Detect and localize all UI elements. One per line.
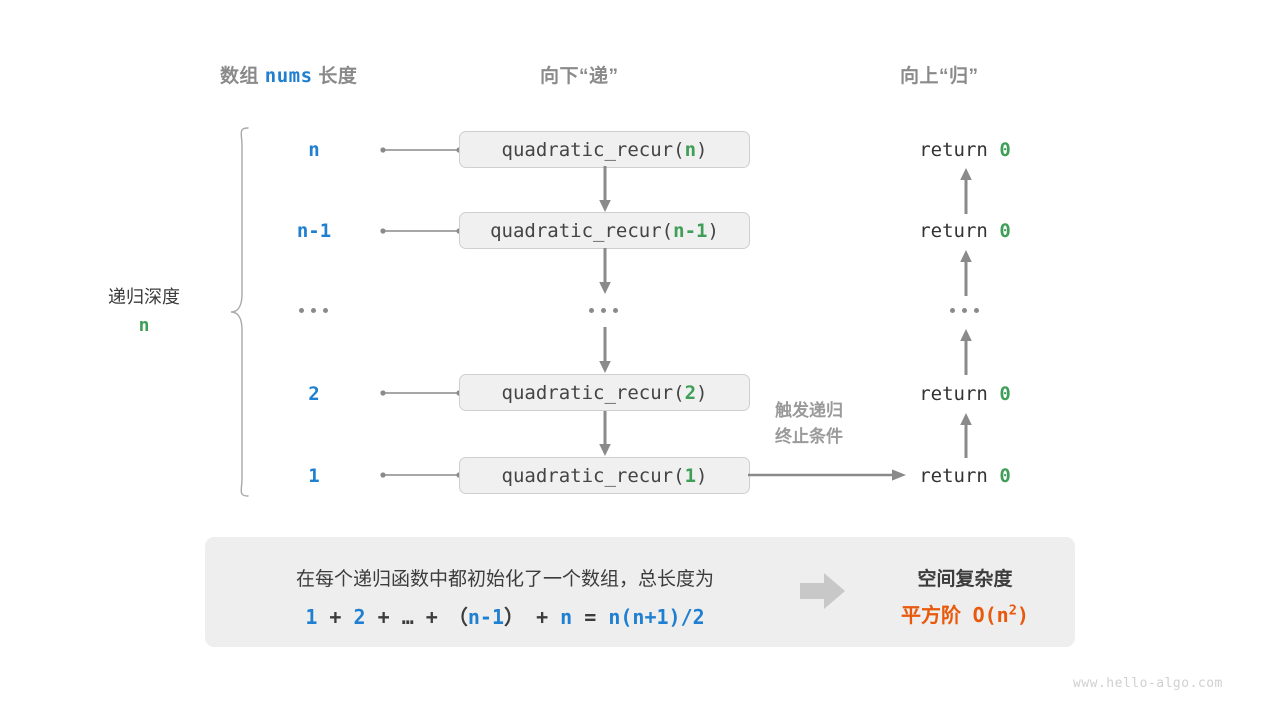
connector-row-4 — [380, 470, 462, 480]
dot — [601, 308, 606, 313]
call-box-arg-row-4: 1 — [684, 464, 697, 487]
base-case-note-line-2: 终止条件 — [775, 427, 843, 447]
return-label-row-3: return 0 — [865, 383, 1065, 405]
return-label-row-4: return 0 — [865, 465, 1065, 487]
call-box-text-row-1: quadratic_recur( — [490, 219, 674, 242]
header-recursion-down: 向下“递” — [540, 66, 619, 87]
middle-ellipsis — [589, 308, 618, 313]
return-value-row-0: 0 — [999, 139, 1011, 161]
formula-paren-open: （ — [447, 605, 468, 629]
fat-right-arrow-icon — [800, 572, 846, 610]
recursion-depth-label: 递归深度 n — [88, 283, 200, 336]
return-label-row-0: return 0 — [865, 139, 1065, 161]
call-box-close-row-1: ) — [707, 219, 719, 242]
size-label-row-0: n — [308, 139, 320, 161]
recursion-depth-text: 递归深度 — [108, 287, 180, 307]
formula-term-5: n — [560, 605, 573, 629]
complexity-big-o-close: ) — [1016, 603, 1029, 627]
connector-row-1 — [380, 226, 462, 236]
call-box-row-4[interactable]: quadratic_recur(1) — [459, 457, 750, 494]
size-label-row-1: n-1 — [296, 220, 332, 242]
formula-term-1: 1 — [305, 605, 318, 629]
down-arrow-ellipsis-to-2 — [596, 327, 614, 375]
header-array-length: 数组 nums 长度 — [220, 61, 357, 88]
down-arrow-0-to-1 — [596, 166, 614, 214]
formula-equals: = — [584, 605, 597, 629]
dot — [311, 308, 316, 313]
summary-panel: 在每个递归函数中都初始化了一个数组，总长度为 1 + 2 + … + （n-1）… — [205, 537, 1075, 647]
connector-row-0 — [380, 145, 462, 155]
call-box-close-row-4: ) — [696, 464, 708, 487]
complexity-big-o: O(n — [972, 603, 1009, 627]
formula-op-4: + — [536, 605, 549, 629]
dot — [950, 308, 955, 313]
call-box-text-row-4: quadratic_recur( — [501, 464, 685, 487]
base-case-note: 触发递归 终止条件 — [775, 398, 843, 451]
dot — [589, 308, 594, 313]
up-arrow-2-to-ellipsis — [957, 327, 975, 375]
call-box-row-0[interactable]: quadratic_recur(n) — [459, 131, 750, 168]
summary-description: 在每个递归函数中都初始化了一个数组，总长度为 — [295, 569, 714, 590]
right-ellipsis — [950, 308, 979, 313]
call-box-arg-row-1: n-1 — [673, 219, 708, 242]
formula-paren-close: ） — [504, 605, 525, 629]
return-keyword-row-0: return — [919, 139, 988, 161]
size-label-row-3: 2 — [308, 383, 320, 405]
header-array-name: nums — [264, 65, 313, 87]
complexity-exponent: 2 — [1008, 602, 1017, 619]
connector-row-3 — [380, 388, 462, 398]
header-array-suffix: 长度 — [318, 66, 358, 87]
return-value-row-3: 0 — [999, 383, 1011, 405]
dot — [962, 308, 967, 313]
dot — [974, 308, 979, 313]
base-case-arrow — [748, 467, 908, 483]
call-box-arg-row-0: n — [684, 138, 697, 161]
formula-term-3: … — [401, 605, 414, 629]
dot — [613, 308, 618, 313]
call-box-row-1[interactable]: quadratic_recur(n-1) — [459, 212, 750, 249]
call-box-row-3[interactable]: quadratic_recur(2) — [459, 374, 750, 411]
formula-op-2: + — [377, 605, 390, 629]
down-arrow-2-to-1 — [596, 411, 614, 458]
return-value-row-4: 0 — [999, 465, 1011, 487]
size-label-row-2 — [299, 308, 328, 313]
call-box-close-row-3: ) — [696, 381, 708, 404]
header-recursion-up: 向上“归” — [900, 66, 979, 87]
formula-result: n(n+1)/2 — [608, 605, 705, 629]
call-box-text-row-0: quadratic_recur( — [501, 138, 685, 161]
return-keyword-row-1: return — [919, 220, 988, 242]
dot — [323, 308, 328, 313]
recursion-depth-value: n — [138, 315, 150, 336]
formula-term-4: n-1 — [467, 605, 505, 629]
formula-op-1: + — [329, 605, 342, 629]
up-arrow-1-to-2 — [957, 411, 975, 458]
complexity-title: 空间复杂度 — [917, 569, 1013, 590]
dot — [299, 308, 304, 313]
return-label-row-1: return 0 — [865, 220, 1065, 242]
up-arrow-1-to-0 — [957, 166, 975, 214]
complexity-value: 平方阶 O(n2) — [865, 599, 1065, 628]
return-keyword-row-3: return — [919, 383, 988, 405]
formula-op-3: + — [425, 605, 438, 629]
call-box-close-row-0: ) — [696, 138, 708, 161]
formula-term-2: 2 — [353, 605, 366, 629]
watermark: www.hello-algo.com — [1073, 676, 1223, 691]
complexity-order-name: 平方阶 — [901, 605, 962, 627]
call-box-arg-row-3: 2 — [684, 381, 697, 404]
call-box-text-row-3: quadratic_recur( — [501, 381, 685, 404]
return-value-row-1: 0 — [999, 220, 1011, 242]
size-label-row-4: 1 — [308, 465, 320, 487]
return-keyword-row-4: return — [919, 465, 988, 487]
summary-formula: 1 + 2 + … + （n-1） + n = n(n+1)/2 — [235, 601, 775, 630]
up-arrow-ellipsis-to-1 — [957, 248, 975, 296]
base-case-note-line-1: 触发递归 — [775, 401, 843, 420]
header-array-prefix: 数组 — [220, 66, 260, 87]
depth-brace — [228, 126, 252, 498]
down-arrow-1-to-ellipsis — [596, 248, 614, 296]
